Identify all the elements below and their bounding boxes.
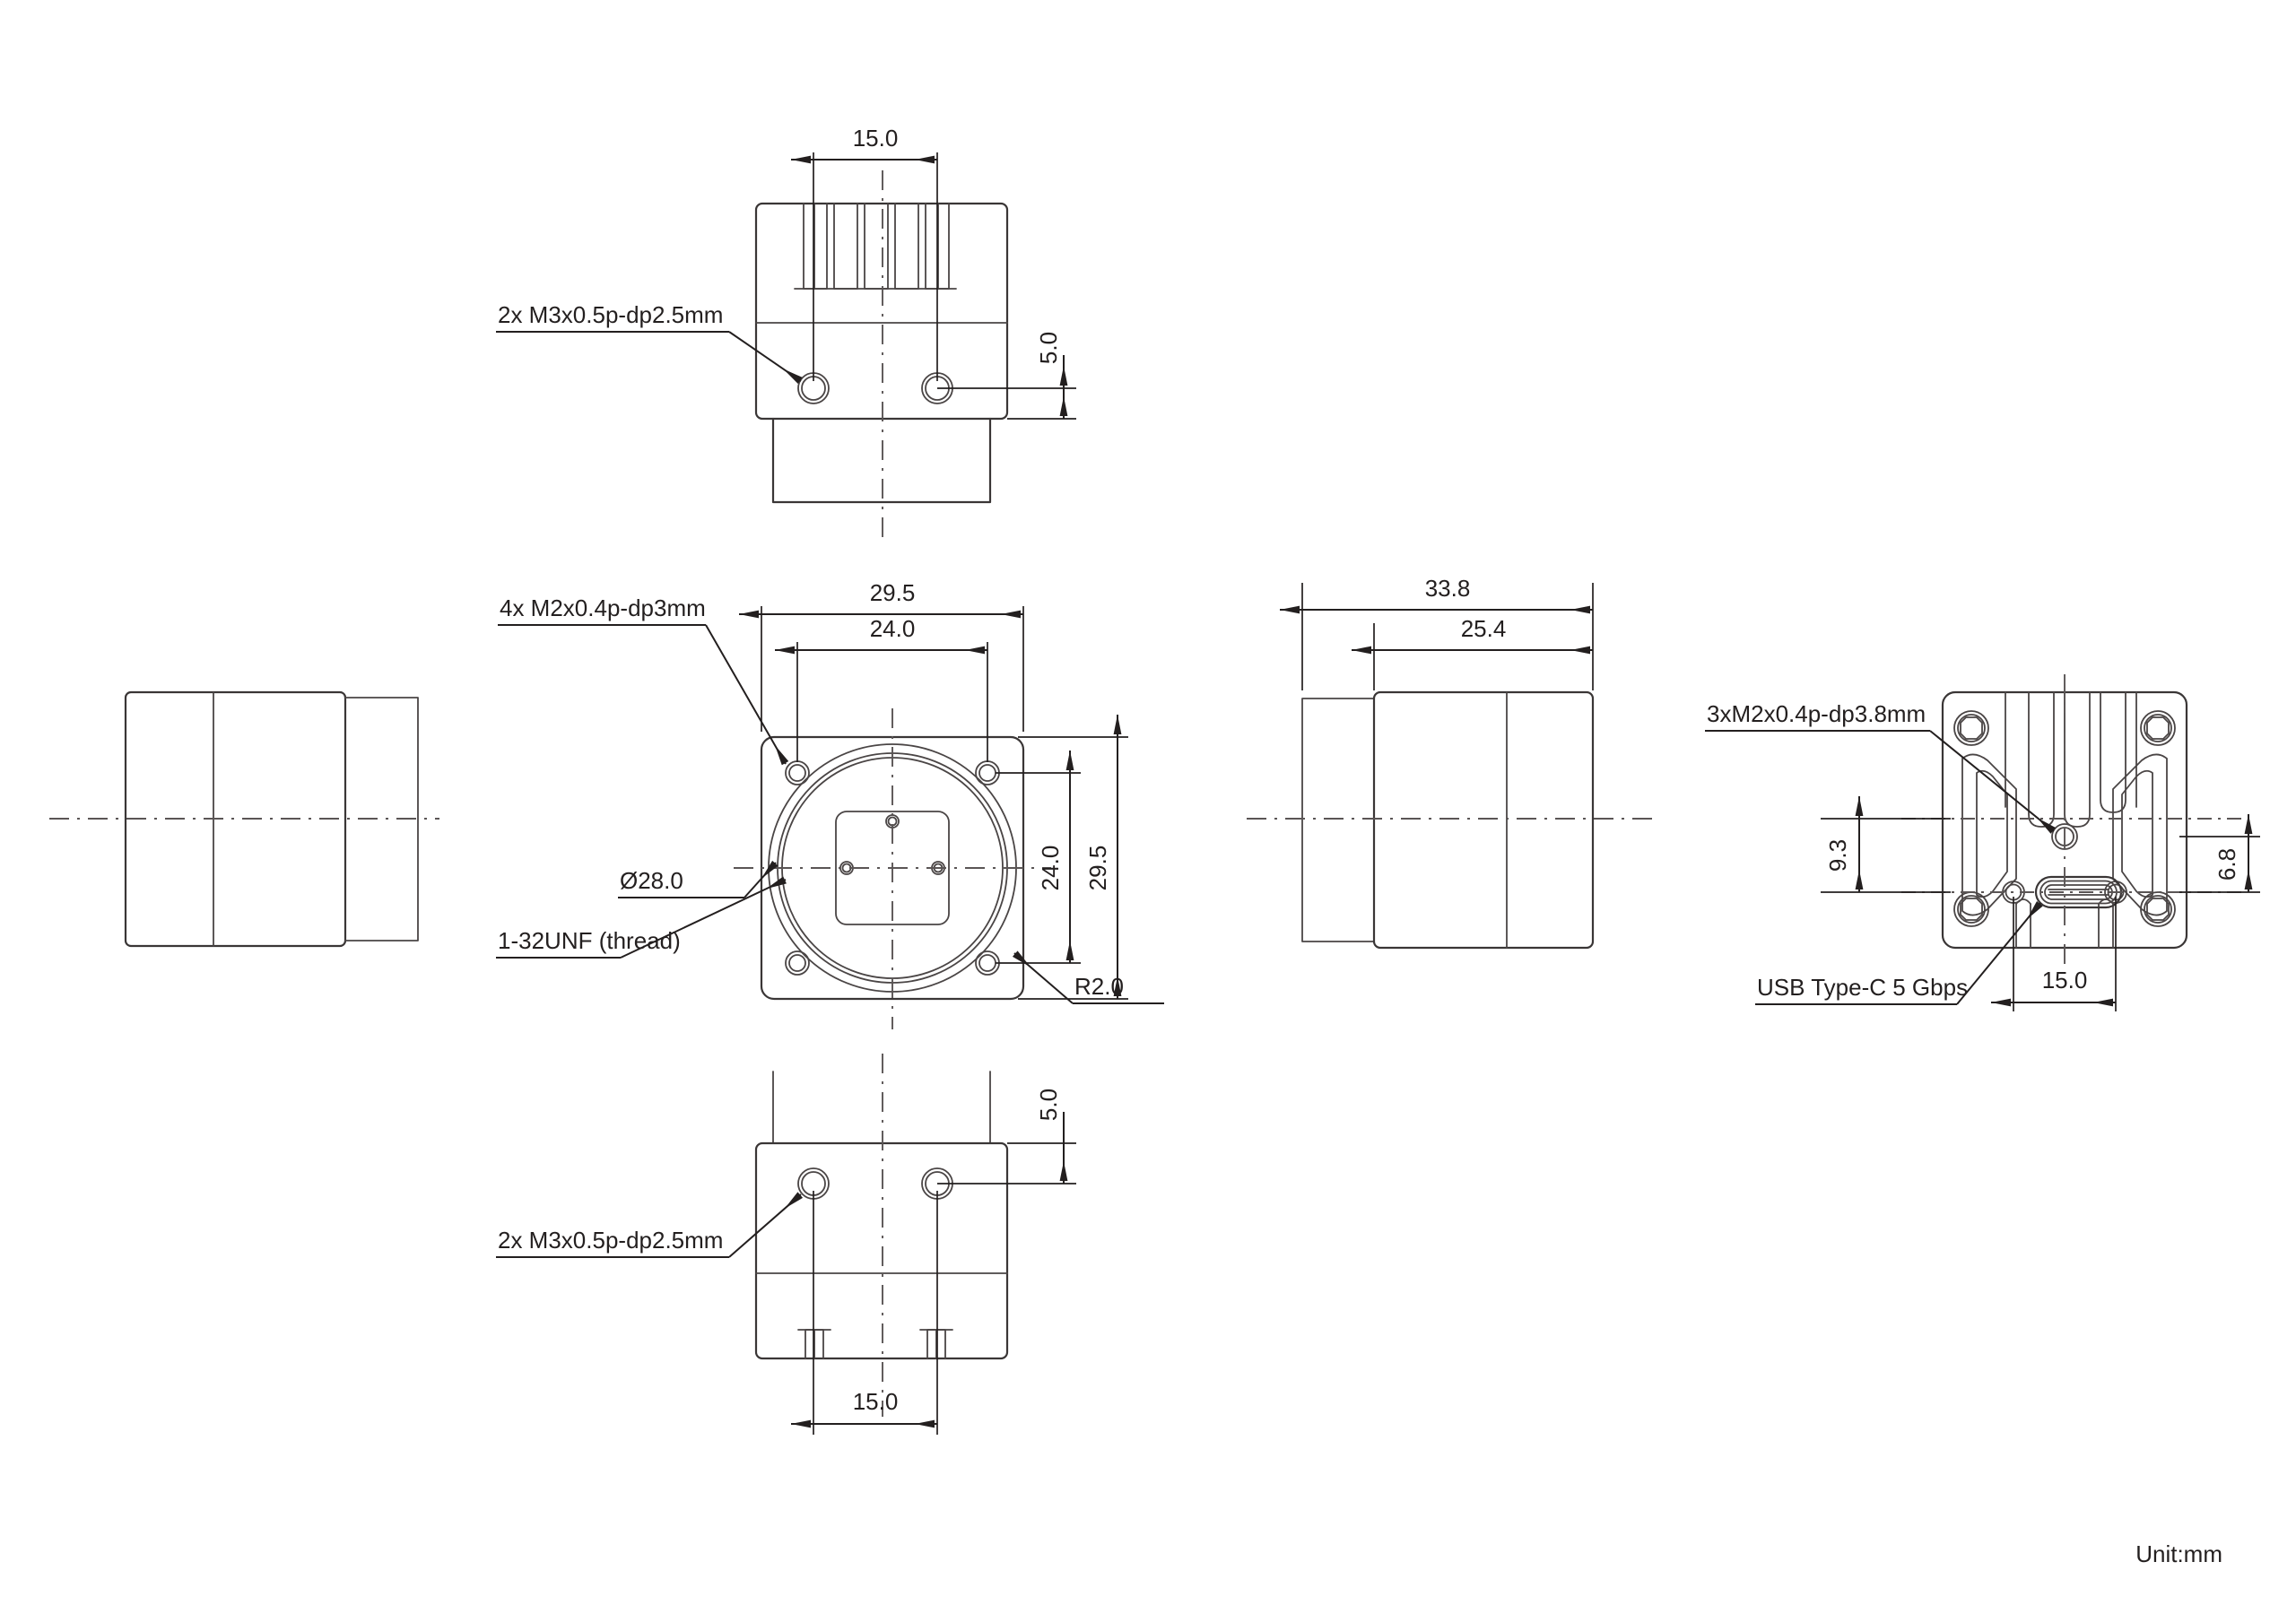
front-view-m2-note-text: 4x M2x0.4p-dp3mm	[500, 594, 706, 621]
front-view-dim-240-v-label: 24.0	[1037, 846, 1064, 891]
side-view-body-outline	[1372, 690, 1595, 950]
rear-view: 9.3 6.8 15.0 3xM2x0.4p-dp3.8mm USB Type-…	[1705, 674, 2260, 1011]
rear-view-bottom-ribs	[2015, 898, 2114, 949]
top-view-thread-note-text: 2x M3x0.5p-dp2.5mm	[498, 301, 723, 328]
bottom-view-dim-5-label: 5.0	[1035, 1089, 1062, 1121]
front-view-diameter-note-leader	[744, 860, 778, 898]
side-view-dim-254-label: 25.4	[1461, 615, 1507, 642]
front-view-sensor-aperture	[835, 811, 950, 925]
front-view-dim-295-v-label: 29.5	[1084, 846, 1111, 891]
rear-view-corner-screws	[1953, 710, 2176, 927]
front-view-thread-note-leader	[620, 876, 787, 959]
bottom-view: 15.0 5.0 2x M3x0.5p-dp2.5mm	[496, 1054, 1076, 1435]
top-view-body-outline	[754, 202, 1009, 421]
front-view-dim-240-h-label: 24.0	[870, 615, 916, 642]
front-view-radius-note-text: R2.0	[1074, 973, 1124, 1000]
left-side-view	[49, 690, 439, 948]
left-view-lens-barrel	[344, 697, 419, 941]
top-view-dim-5-label: 5.0	[1035, 332, 1062, 364]
bottom-view-dim-15-label: 15.0	[853, 1388, 899, 1415]
bottom-view-fin-slots	[797, 1329, 953, 1359]
bottom-view-thread-note-text: 2x M3x0.5p-dp2.5mm	[498, 1227, 723, 1254]
rear-view-m2-note-text: 3xM2x0.4p-dp3.8mm	[1707, 700, 1926, 727]
bottom-view-body-outline	[754, 1141, 1009, 1360]
top-view-dim-15-label: 15.0	[853, 125, 899, 152]
unit-note: Unit:mm	[2135, 1540, 2222, 1567]
top-view-lens-barrel	[771, 417, 992, 504]
rear-view-dim-93-label: 9.3	[1824, 839, 1851, 872]
rear-view-dim-15-label: 15.0	[2042, 967, 2088, 994]
front-view-diameter-note-text: Ø28.0	[620, 867, 683, 894]
rear-view-usb-note-text: USB Type-C 5 Gbps	[1757, 974, 1968, 1001]
front-view-thread-note-text: 1-32UNF (thread)	[498, 927, 681, 954]
rear-view-dim-68-label: 6.8	[2213, 848, 2240, 881]
front-view: 29.5 24.0 24.0 29.5 4x M2x0.4p-dp3mm Ø28…	[496, 579, 1164, 1029]
front-view-radius-note-leader	[1012, 950, 1074, 1004]
bottom-view-thread-note-leader	[728, 1192, 804, 1258]
front-view-dim-295-h-label: 29.5	[870, 579, 916, 606]
rear-view-left-pocket	[1961, 753, 2017, 916]
top-view-thread-note-leader	[728, 331, 803, 384]
left-view-body-outline	[124, 690, 347, 948]
top-view-fin-slots	[794, 203, 957, 290]
rear-view-usb-note-leader	[1956, 901, 2043, 1005]
side-view: 33.8 25.4	[1247, 575, 1659, 950]
rear-view-m2-note-leader	[1929, 730, 2056, 834]
top-view: 15.0 5.0 2x M3x0.5p-dp2.5mm	[496, 125, 1076, 538]
front-view-m2-note-leader	[705, 624, 789, 766]
side-view-dim-338-label: 33.8	[1425, 575, 1471, 602]
